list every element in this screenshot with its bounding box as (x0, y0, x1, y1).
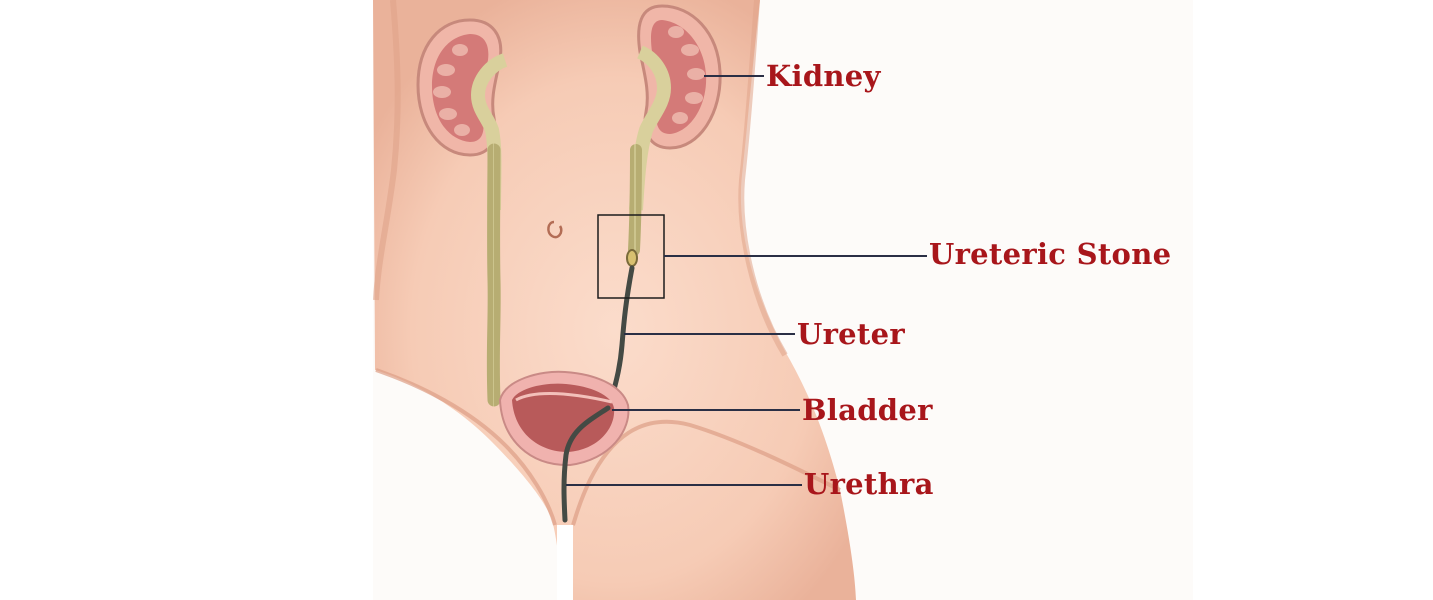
navel (547, 220, 563, 239)
ureter-label: Ureter (797, 317, 905, 351)
urethra (561, 405, 611, 523)
ureteric-stone-label: Ureteric Stone (929, 237, 1172, 271)
groin-left (375, 368, 557, 526)
torso-left-edge (373, 0, 401, 301)
bladder-label: Bladder (802, 393, 933, 427)
groin-right (571, 419, 841, 526)
kidney-label: Kidney (766, 59, 881, 93)
ureteric-stone (626, 249, 638, 267)
urethra-label: Urethra (804, 467, 934, 501)
bladder (498, 370, 630, 467)
left-ureter (486, 143, 501, 407)
torso-right-edge (738, 0, 788, 357)
right-ureter-upper (628, 144, 642, 256)
lower-white-strip (557, 525, 573, 600)
